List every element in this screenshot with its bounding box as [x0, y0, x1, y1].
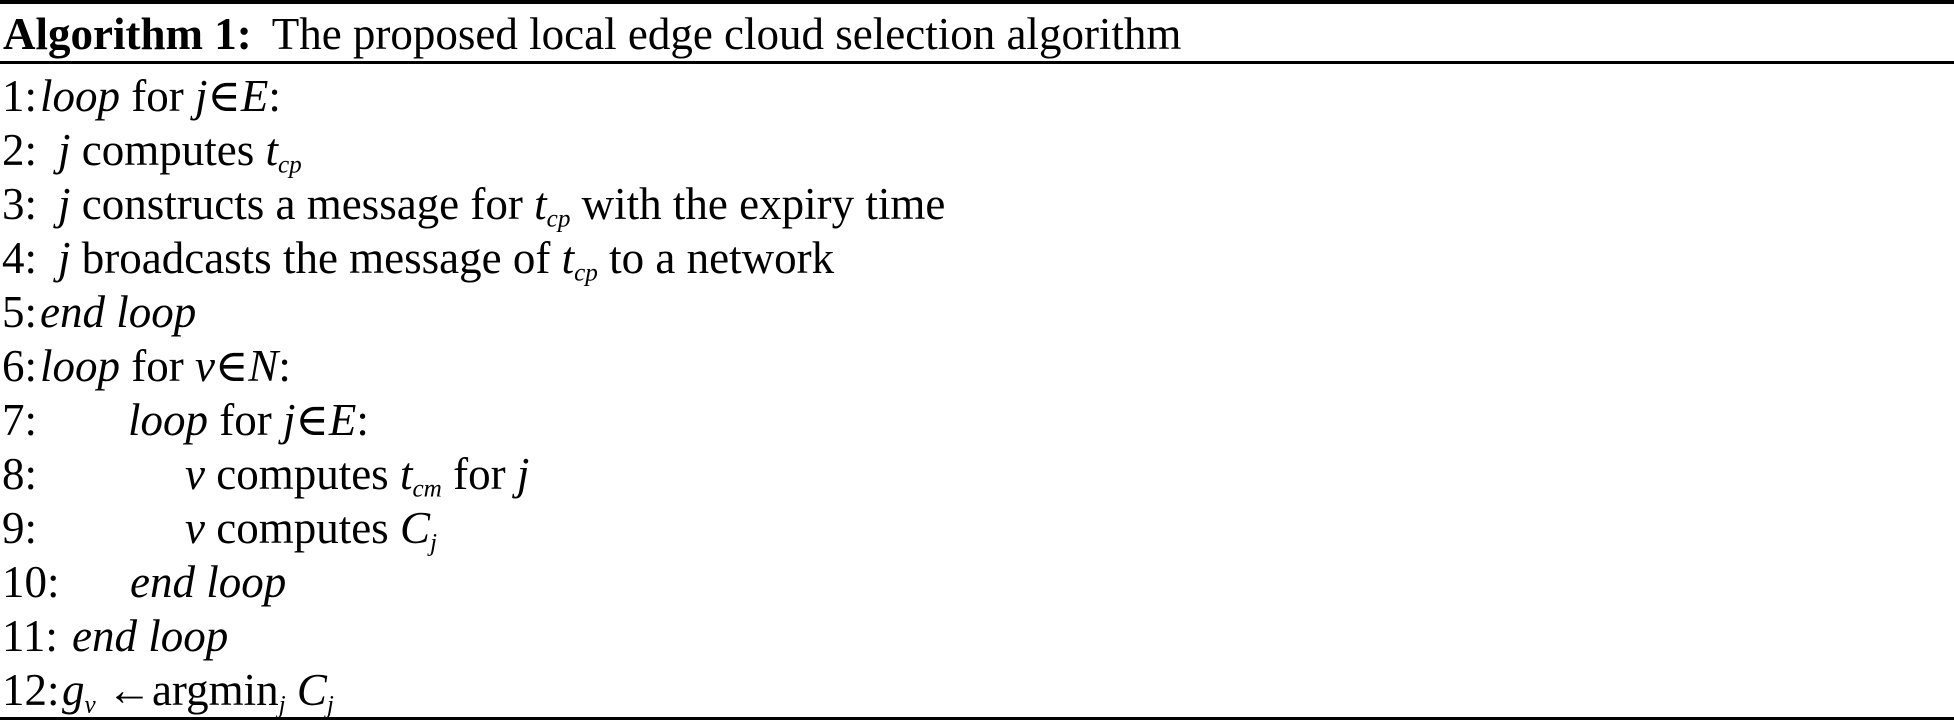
line-number: 10:	[2, 557, 60, 607]
line-number: 5:	[2, 287, 38, 337]
algo-line-10: 10: end loop	[0, 555, 1954, 609]
algo-line-8: 8: v computes tcm for j	[0, 447, 1954, 503]
top-rule	[0, 0, 1954, 4]
line-content: loop for j∈E:	[128, 395, 369, 445]
algo-line-9: 9: v computes Cj	[0, 501, 1954, 557]
algorithm-header: Algorithm 1: The proposed local edge clou…	[3, 7, 1181, 61]
line-number: 7:	[2, 395, 38, 445]
line-content: loop for v∈N:	[40, 341, 291, 391]
line-content: end loop	[130, 557, 287, 607]
bottom-rule	[0, 717, 1954, 720]
line-number: 4:	[2, 233, 38, 283]
algorithm-label: Algorithm 1:	[3, 9, 252, 59]
line-number: 9:	[2, 503, 38, 553]
line-content: end loop	[72, 611, 229, 661]
header-rule	[0, 61, 1954, 64]
algo-line-2: 2: j computes tcp	[0, 123, 1954, 179]
line-number: 2:	[2, 125, 38, 175]
line-number: 6:	[2, 341, 38, 391]
line-content: j constructs a message for tcp with the …	[58, 179, 946, 233]
line-content: end loop	[40, 287, 197, 337]
algo-line-3: 3: j constructs a message for tcp with th…	[0, 177, 1954, 233]
line-number: 3:	[2, 179, 38, 229]
line-content: loop for j∈E:	[40, 71, 281, 121]
algo-line-12: 12:gv ←argminj Cj	[0, 663, 1954, 719]
line-content: gv ←argminj Cj	[62, 665, 334, 719]
algo-line-4: 4: j broadcasts the message of tcp to a n…	[0, 231, 1954, 287]
algo-line-11: 11: end loop	[0, 609, 1954, 663]
line-content: v computes tcm for j	[185, 449, 530, 503]
line-number: 11:	[2, 611, 58, 661]
algo-line-1: 1:loop for j∈E:	[0, 69, 1954, 123]
algorithm-title: The proposed local edge cloud selection …	[271, 9, 1182, 59]
algo-line-6: 6:loop for v∈N:	[0, 339, 1954, 393]
line-content: j computes tcp	[58, 125, 302, 179]
algo-line-7: 7: loop for j∈E:	[0, 393, 1954, 447]
line-content: j broadcasts the message of tcp to a net…	[58, 233, 835, 287]
line-content: v computes Cj	[185, 503, 437, 557]
line-number: 1:	[2, 71, 38, 121]
line-number: 12:	[2, 665, 60, 715]
algo-line-5: 5:end loop	[0, 285, 1954, 339]
line-number: 8:	[2, 449, 38, 499]
